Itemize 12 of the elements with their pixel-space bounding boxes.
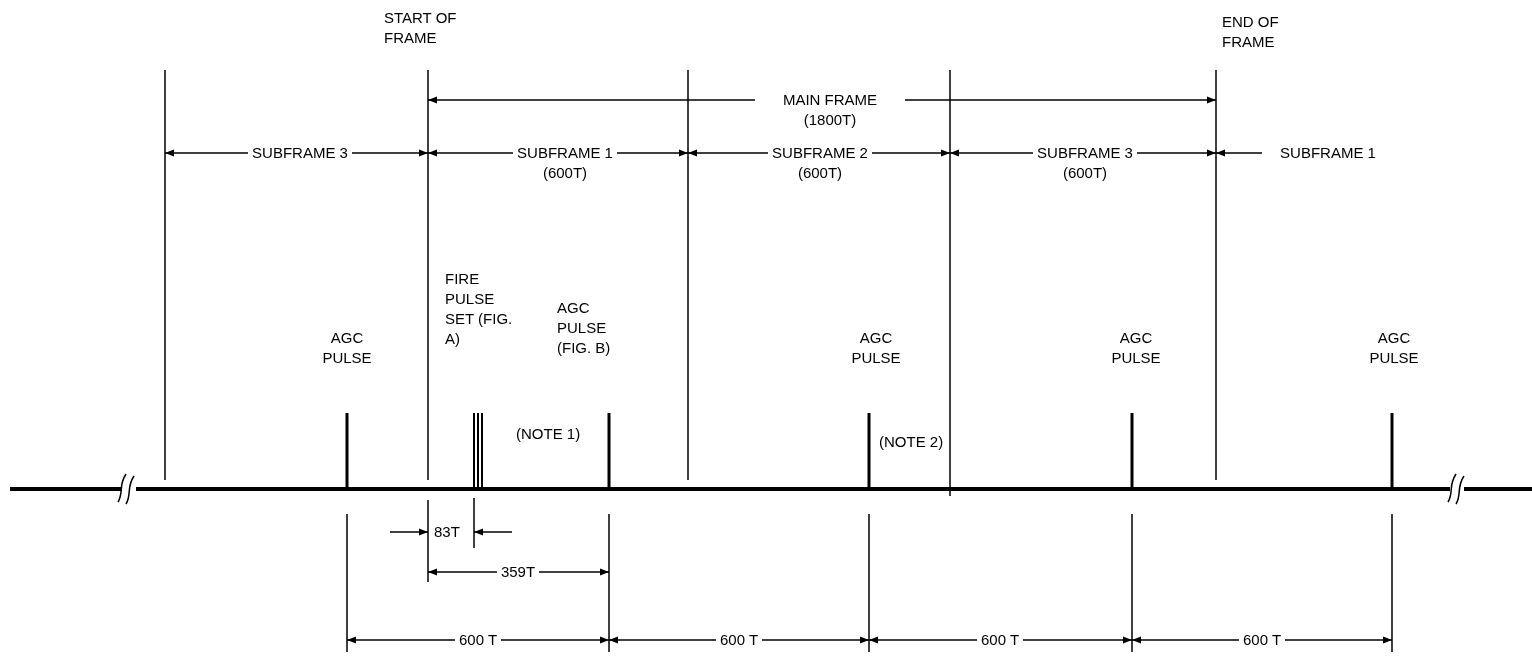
pulse-label: AGC PULSE (FIG. B) [557,298,612,358]
pulse-label: AGC PULSE [321,328,373,368]
pulse-label: AGC PULSE [1368,328,1420,368]
pulse-label: AGC PULSE [850,328,902,368]
note-label: (NOTE 2) [879,432,944,452]
dimension-label: 83T [434,522,460,542]
frame-start-label: START OF FRAME [384,8,458,48]
pulse-label: AGC PULSE [1110,328,1162,368]
dimension-label: SUBFRAME 1 [1280,143,1376,163]
note-label: (NOTE 1) [516,424,581,444]
pulse-label: FIRE PULSE SET (FIG. A) [445,269,513,349]
frame-end-label: END OF FRAME [1222,12,1280,52]
